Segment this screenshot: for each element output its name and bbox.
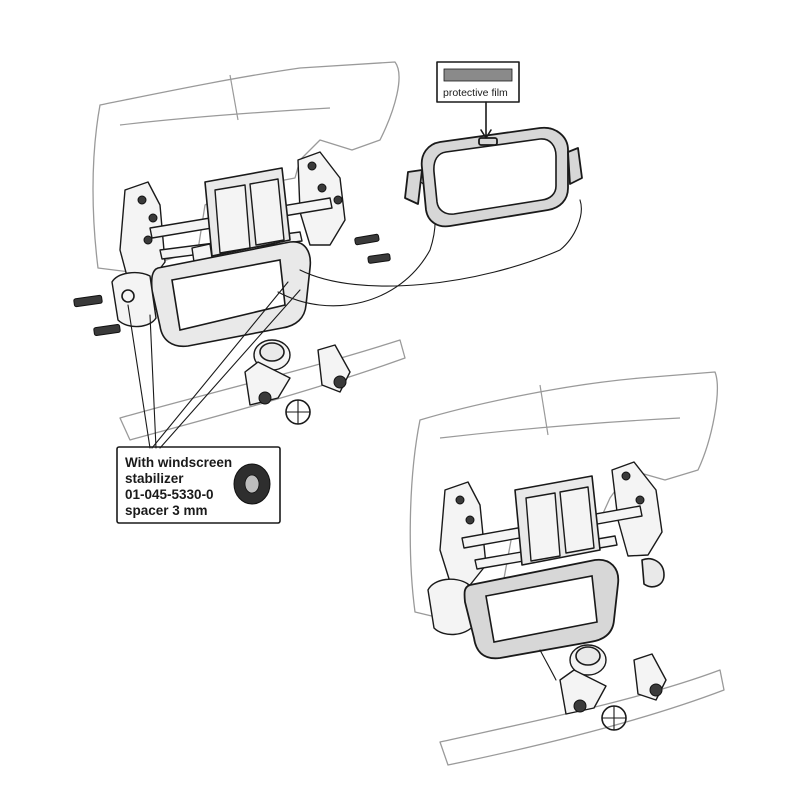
dashboard-screen-assembled: [485, 575, 598, 643]
spacer-callout: With windscreen stabilizer 01-045-5330-0…: [116, 446, 281, 524]
assembled-view: [409, 371, 725, 766]
bolt-left-lower: [93, 323, 121, 337]
callout-line-2: stabilizer: [125, 471, 184, 486]
spacer-leader-lines: [127, 281, 301, 449]
film-label: protective film: [443, 87, 508, 99]
handlebar-clamp: [244, 339, 351, 425]
film-swatch: [443, 68, 513, 82]
spacer-ring-icon: [233, 463, 271, 505]
callout-line-4: spacer 3 mm: [125, 503, 208, 518]
callout-line-1: With windscreen: [125, 455, 232, 470]
protective-frame: [404, 101, 583, 228]
windscreen-ghost: [92, 61, 400, 273]
dashboard-screen: [171, 259, 286, 331]
left-mount-boss: [111, 271, 157, 328]
exploded-view: [73, 61, 582, 449]
bolt-left-upper: [73, 294, 103, 308]
right-side-bracket: [297, 151, 346, 246]
frame-inner: [433, 138, 557, 215]
bolt-right-upper: [354, 233, 380, 246]
callout-line-3: 01-045-5330-0: [125, 487, 214, 502]
protective-film-callout: protective film: [436, 61, 520, 103]
